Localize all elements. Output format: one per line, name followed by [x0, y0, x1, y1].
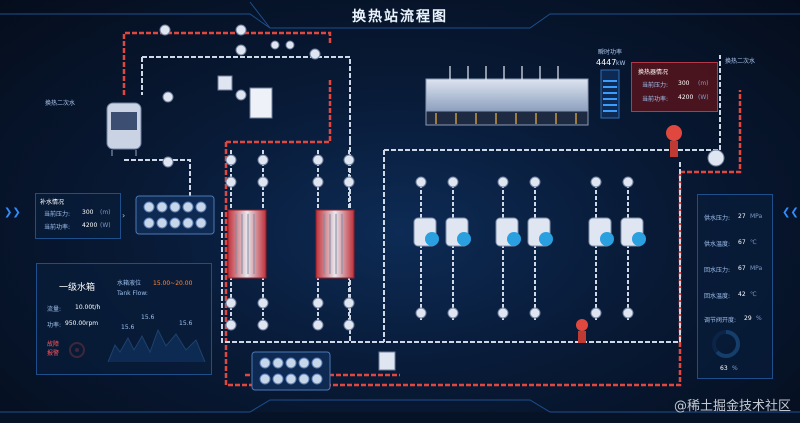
power-bar	[600, 69, 620, 119]
row-label: 供水压力:	[704, 215, 731, 222]
row-value: 29	[744, 315, 752, 322]
tank-title: 一级水箱	[59, 283, 96, 293]
row-value: 950.00rpm	[65, 320, 99, 327]
gauge-value: 63	[720, 365, 728, 372]
row-unit: ℃	[750, 291, 757, 298]
level-range: 15.00~20.00	[153, 280, 193, 287]
row-label: 当前压力:	[44, 211, 71, 218]
row-unit: ℃	[750, 239, 757, 246]
makeup-water-panel: 补水情况 当前压力: 300 (m) 当前功率: 4200 (W)	[35, 193, 121, 239]
watermark: @稀土掘金技术社区	[673, 399, 791, 414]
pumps	[413, 217, 646, 247]
chart-label: 15.6	[141, 314, 155, 321]
row-value: 4200	[82, 222, 98, 229]
row-unit: MPa	[750, 213, 763, 220]
alarm-label: 故障 报警	[47, 341, 60, 357]
row-unit: MPa	[750, 265, 763, 272]
row-label: 流量:	[47, 306, 62, 313]
row-unit: (W)	[100, 222, 111, 229]
left-chevron-icon[interactable]: ❯❯	[4, 207, 21, 218]
row-value: 67	[738, 239, 746, 246]
chart-label: 15.6	[179, 320, 193, 327]
filter-bank-top	[135, 195, 215, 235]
flow-label: Tank Flow:	[117, 290, 148, 297]
gauge-unit: %	[732, 365, 738, 372]
pressure-gauges	[159, 24, 634, 331]
row-label: 回水温度:	[704, 293, 731, 300]
arrow-icon: ›	[122, 211, 126, 220]
row-label: 当前功率:	[44, 224, 71, 231]
separator-tank	[106, 102, 142, 156]
row-label: 调节阀开度:	[704, 317, 737, 324]
row-unit: %	[756, 315, 762, 322]
exchanger-status-panel: 换热器情况 当前压力: 300 (m) 当前功率: 4200 (W)	[631, 62, 718, 112]
right-chevron-icon[interactable]: ❮❮	[782, 207, 799, 218]
row-unit: (W)	[698, 94, 709, 101]
row-value: 27	[738, 213, 746, 220]
right-station-label: 换热二次水	[725, 58, 756, 65]
page-title: 换热站流程图	[352, 9, 448, 25]
row-value: 10.00t/h	[75, 304, 101, 311]
row-label: 回水压力:	[704, 267, 731, 274]
row-unit: (m)	[100, 209, 111, 216]
level-label: 水箱液位	[117, 280, 142, 287]
row-value: 4200	[678, 94, 694, 101]
row-value: 300	[678, 80, 690, 87]
supply-return-panel: 供水压力: 27 MPa 供水温度: 67 ℃ 回水压力: 67 MPa 回水温…	[697, 194, 773, 379]
row-value: 42	[738, 291, 746, 298]
heat-exchanger-2	[315, 209, 355, 279]
power-label: 瞬时功率	[598, 49, 623, 56]
row-value: 300	[82, 209, 94, 216]
row-label: 当前功率:	[642, 96, 669, 103]
heat-exchanger-1	[227, 209, 267, 279]
chart-label: 15.6	[121, 324, 135, 331]
row-unit: (m)	[698, 80, 709, 87]
left-station-label: 换热二次水	[45, 100, 76, 107]
row-label: 功率:	[47, 322, 62, 329]
panel-title: 补水情况	[40, 199, 65, 206]
row-label: 供水温度:	[704, 241, 731, 248]
panel-title: 换热器情况	[638, 69, 669, 76]
tank-panel: 一级水箱 水箱液位 15.00~20.00 Tank Flow: 流量: 10.…	[36, 263, 212, 375]
row-label: 当前压力:	[642, 82, 669, 89]
row-value: 67	[738, 265, 746, 272]
control-valves	[217, 75, 725, 371]
power-value: 4447	[596, 58, 617, 67]
building	[425, 66, 589, 126]
power-unit: kW	[616, 60, 626, 67]
filter-bank-bottom	[251, 351, 331, 391]
